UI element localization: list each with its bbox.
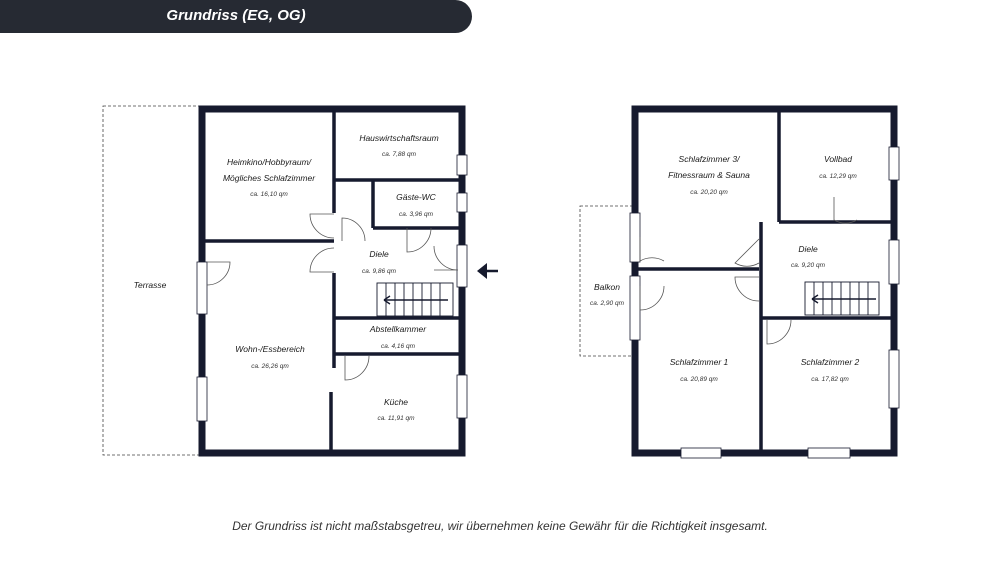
area-schlaf2: ca. 17,82 qm (811, 376, 849, 383)
label-vollbad: Vollbad (824, 154, 852, 164)
floor-plan-eg: Terrasse Heimkino/Hobbyraum/ Mögliches S… (102, 105, 468, 457)
area-balkon: ca. 2,90 qm (590, 300, 625, 307)
area-gaeste-wc: ca. 3,96 qm (399, 211, 434, 218)
area-hauswirtschaft: ca. 7,88 qm (382, 151, 417, 158)
label-kueche: Küche (384, 397, 408, 407)
header-bar: Grundriss (EG, OG) (0, 0, 472, 33)
label-hauswirtschaft: Hauswirtschaftsraum (359, 133, 438, 143)
area-kueche: ca. 11,91 qm (377, 415, 415, 422)
windows-eg (196, 154, 468, 422)
floor-plan-og: Balkon ca. 2,90 qm Schlafzimmer 3/ Fitne… (579, 105, 900, 459)
label-heimkino-line1: Heimkino/Hobbyraum/ (227, 157, 313, 167)
interior-walls-og (635, 109, 894, 453)
door-swings-eg (206, 213, 459, 381)
label-terrasse: Terrasse (134, 280, 167, 290)
area-diele-eg: ca. 9,86 qm (362, 268, 397, 275)
label-schlaf2: Schlafzimmer 2 (801, 357, 860, 367)
label-schlaf1: Schlafzimmer 1 (670, 357, 729, 367)
door-swings-og (639, 197, 858, 345)
label-schlaf3-line2: Fitnessraum & Sauna (668, 170, 750, 180)
entrance-arrow-icon (477, 263, 498, 279)
label-schlaf3-line1: Schlafzimmer 3/ (679, 154, 742, 164)
label-balkon: Balkon (594, 282, 620, 292)
label-wohn: Wohn-/Essbereich (235, 344, 305, 354)
area-diele-og: ca. 9,20 qm (791, 262, 826, 269)
page-title: Grundriss (EG, OG) (166, 7, 306, 24)
label-diele-eg: Diele (369, 249, 389, 259)
area-abstellkammer: ca. 4,16 qm (381, 343, 416, 350)
area-schlaf1: ca. 20,89 qm (680, 376, 718, 383)
area-heimkino: ca. 16,10 qm (250, 191, 288, 198)
balcony-outline (579, 205, 634, 357)
staircase-og (804, 281, 880, 316)
area-schlaf3: ca. 20,20 qm (690, 189, 728, 196)
label-abstellkammer: Abstellkammer (369, 324, 427, 334)
staircase-eg (376, 282, 454, 317)
disclaimer-text: Der Grundriss ist nicht maßstabsgetreu, … (232, 519, 768, 533)
area-vollbad: ca. 12,29 qm (819, 173, 857, 180)
area-wohn: ca. 26,26 qm (251, 363, 289, 370)
outer-wall-og (631, 105, 898, 457)
label-diele-og: Diele (798, 244, 818, 254)
terrace-outline (102, 105, 203, 456)
label-gaeste-wc: Gäste-WC (396, 192, 437, 202)
interior-walls-eg (202, 109, 462, 453)
windows-og (629, 146, 900, 459)
label-heimkino-line2: Mögliches Schlafzimmer (223, 173, 316, 183)
